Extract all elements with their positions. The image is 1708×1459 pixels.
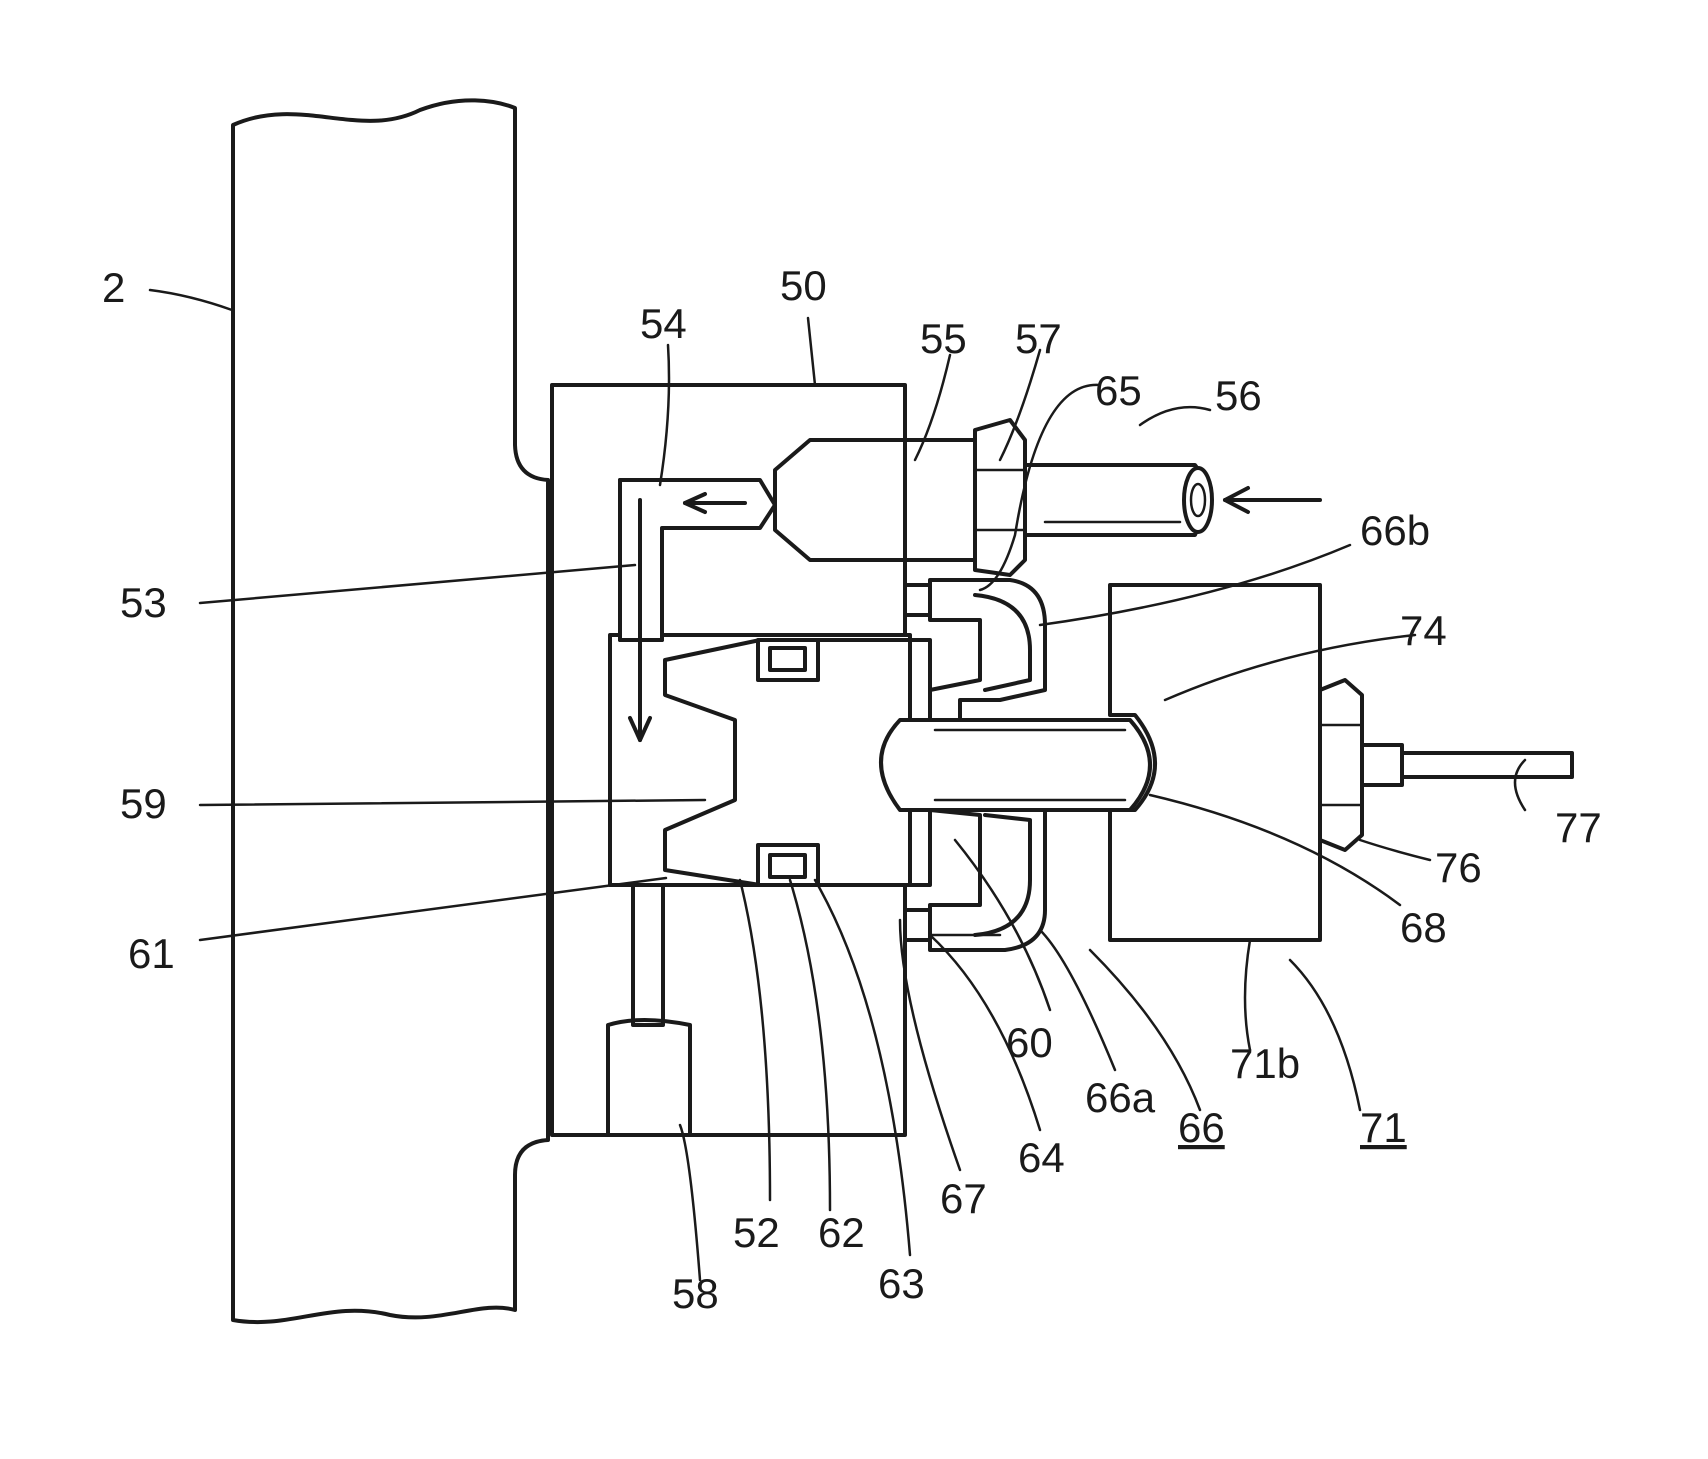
label-63: 63 <box>878 1260 925 1307</box>
label-59: 59 <box>120 780 167 827</box>
label-58: 58 <box>672 1270 719 1317</box>
label-71: 71 <box>1360 1104 1407 1151</box>
nut-76 <box>1320 680 1402 850</box>
label-50: 50 <box>780 262 827 309</box>
label-67: 67 <box>940 1175 987 1222</box>
label-66: 66 <box>1178 1104 1225 1151</box>
label-61: 61 <box>128 930 175 977</box>
label-62: 62 <box>818 1209 865 1256</box>
label-68: 68 <box>1400 904 1447 951</box>
label-66b: 66b <box>1360 507 1430 554</box>
label-65: 65 <box>1095 367 1142 414</box>
label-56: 56 <box>1215 372 1262 419</box>
plunger-68 <box>881 720 1150 810</box>
label-53: 53 <box>120 579 167 626</box>
tube-56 <box>1025 465 1320 535</box>
label-77: 77 <box>1555 804 1602 851</box>
wall-2 <box>233 100 548 1322</box>
label-60: 60 <box>1006 1019 1053 1066</box>
label-71b: 71b <box>1230 1040 1300 1087</box>
label-54: 54 <box>640 300 687 347</box>
label-74: 74 <box>1400 607 1447 654</box>
wire-77 <box>1402 753 1572 777</box>
fitting-55 <box>775 420 1025 575</box>
label-2: 2 <box>102 264 125 311</box>
label-64: 64 <box>1018 1134 1065 1181</box>
label-55: 55 <box>920 315 967 362</box>
label-76: 76 <box>1435 844 1482 891</box>
label-66a: 66a <box>1085 1074 1156 1121</box>
label-57: 57 <box>1015 315 1062 362</box>
label-52: 52 <box>733 1209 780 1256</box>
